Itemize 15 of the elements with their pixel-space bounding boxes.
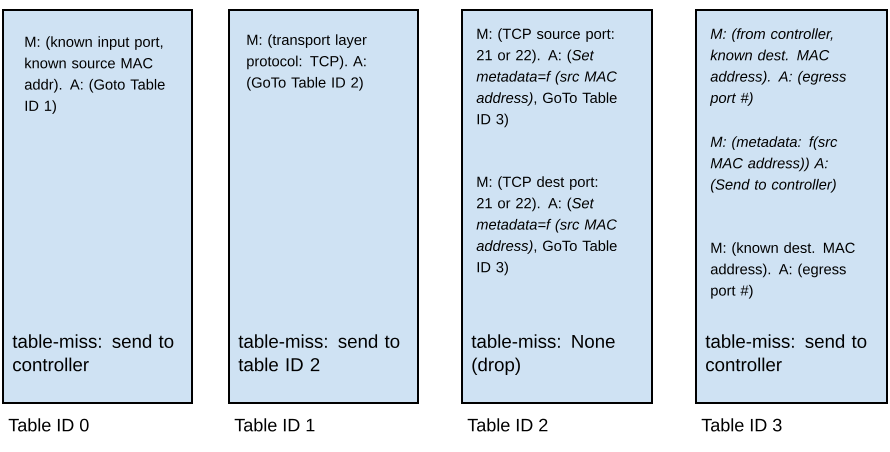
table-label: Table ID 3 (702, 418, 782, 432)
table-label: Table ID 1 (234, 418, 314, 432)
rule-text: M: (from controller, known dest. MAC address). A: (egress port #) (710, 28, 846, 106)
table-miss-text: table-miss: send to table ID 2 (238, 334, 400, 372)
rule-text: M: (TCP dest port: 21 or 22). A: (Set metadata=f (src MAC address), GoTo Table ID 3) (476, 176, 617, 276)
table-label: Table ID 0 (8, 418, 89, 432)
table-miss-text: table-miss: send to controller (12, 334, 174, 372)
table-label: Table ID 2 (468, 418, 548, 432)
rule-text: M: (known input port, known source MAC addr). A: (Goto Table ID 1) (24, 36, 165, 114)
table-miss-text: table-miss: None (drop) (472, 334, 615, 375)
rule-text: M: (metadata: f(src MAC address)) A: (Send to controller) (710, 136, 838, 193)
table-miss-text: table-miss: send to controller (706, 334, 866, 372)
rule-text: M: (TCP source port: 21 or 22). A: (Set metadata=f (src MAC address), GoTo Table ID 3) (476, 28, 617, 128)
rule-text: M: (known dest. MAC address). A: (egress port #) (710, 242, 855, 299)
rule-text: M: (transport layer protocol: TCP). A: (GoTo Table ID 2) (247, 34, 367, 91)
